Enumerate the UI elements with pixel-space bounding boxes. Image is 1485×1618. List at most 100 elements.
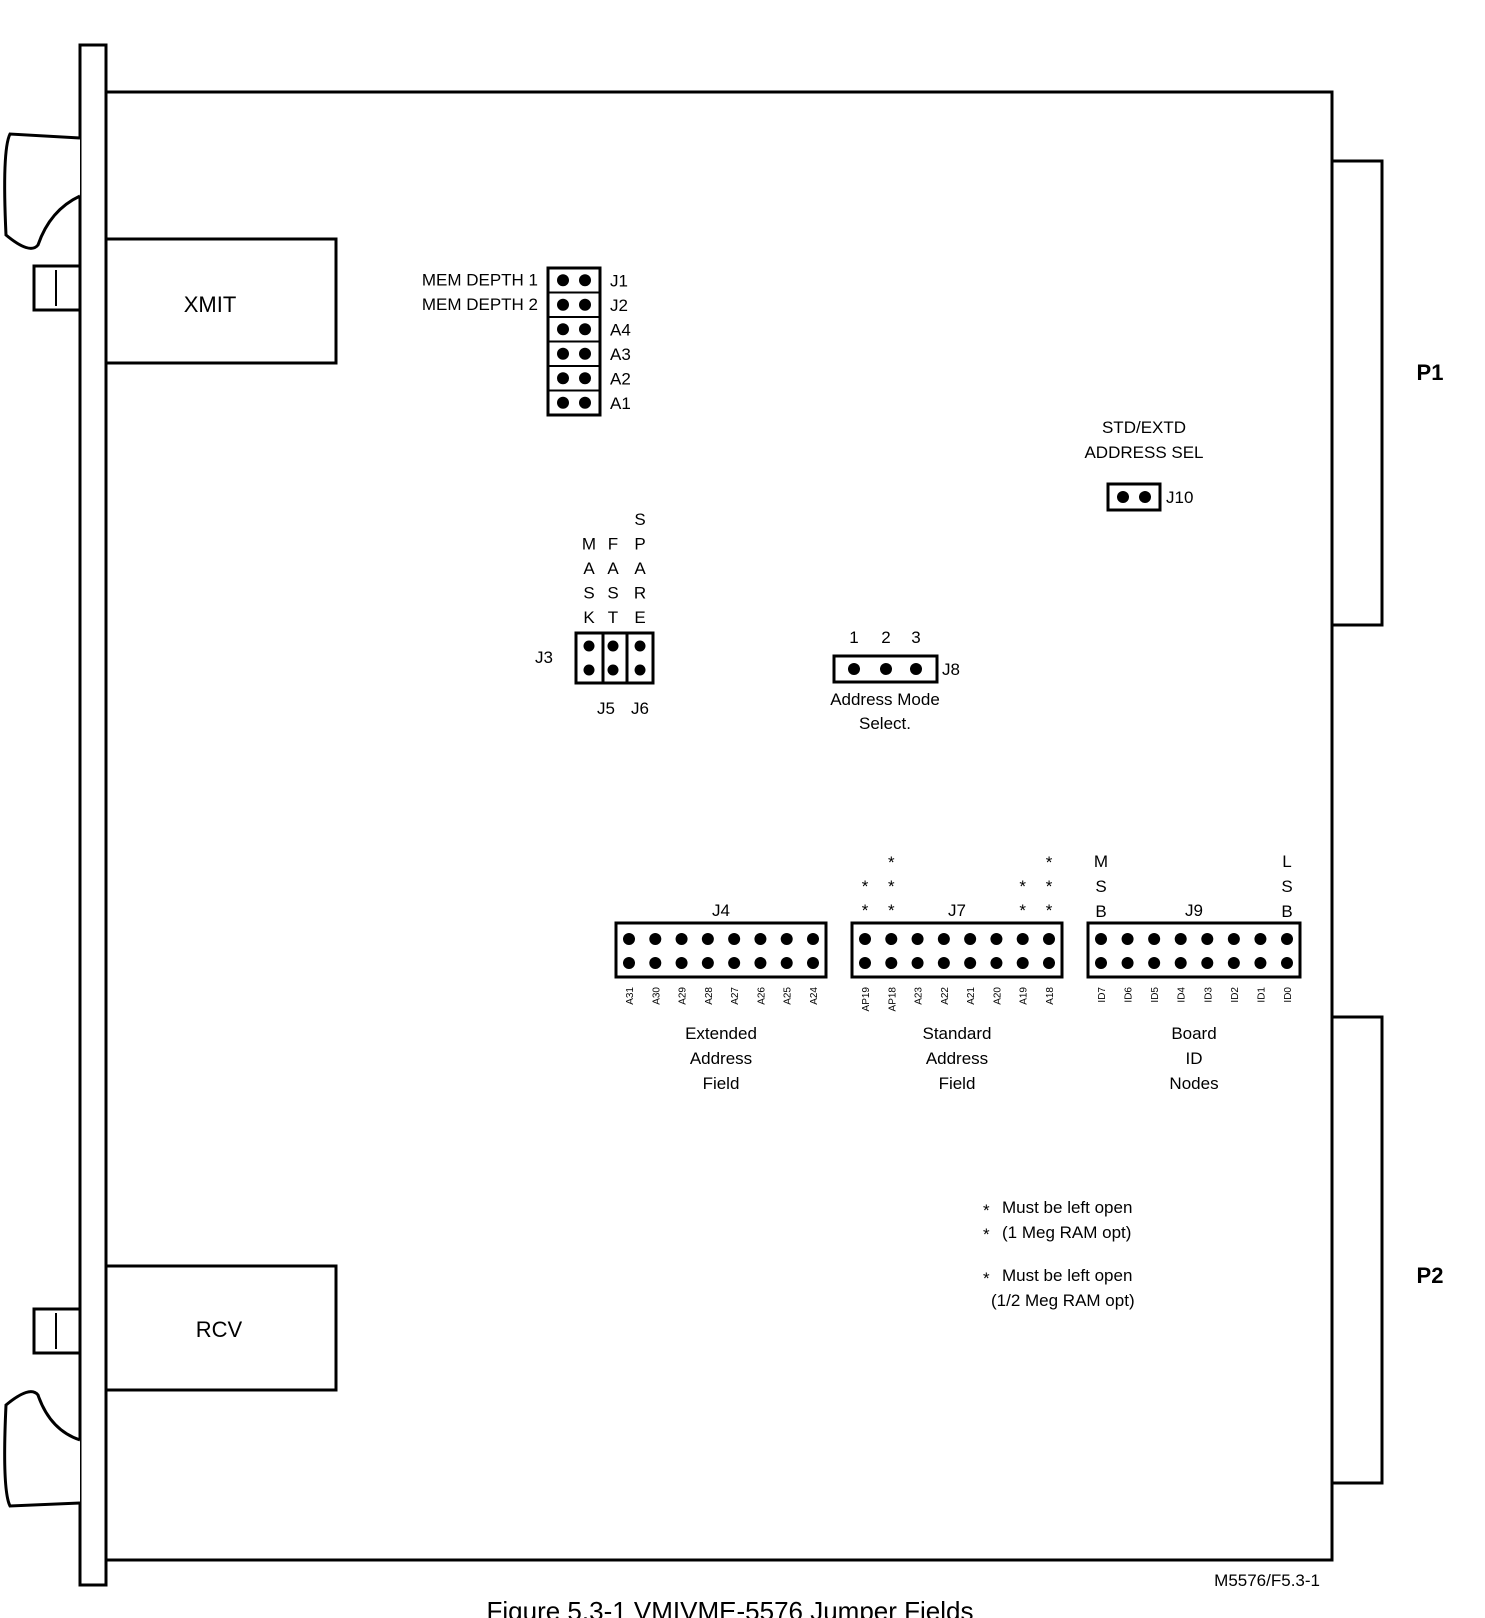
- mem-row-right-label: A4: [610, 320, 631, 339]
- j9-pin: [1121, 933, 1134, 945]
- j7-caption-line: Address: [926, 1049, 988, 1068]
- j7-open-star: *: [1019, 901, 1026, 920]
- mem-pin: [557, 396, 569, 409]
- j7-open-star: *: [1046, 901, 1053, 920]
- j3-pin: [583, 640, 595, 652]
- j3-pin: [607, 640, 619, 652]
- j7-open-star: *: [1019, 877, 1026, 896]
- j8-pin: [848, 663, 860, 675]
- j3-column-letter: S: [583, 584, 594, 603]
- j4-pin: [754, 933, 767, 945]
- j7-open-star: *: [888, 853, 895, 872]
- j9-msb-letter: B: [1095, 902, 1106, 921]
- j4-pin: [675, 957, 688, 969]
- j4-pin: [807, 957, 819, 969]
- j3-pin: [634, 664, 646, 676]
- j9-caption-line: Nodes: [1169, 1074, 1218, 1093]
- j3-column-letter: K: [583, 608, 595, 627]
- mem-row-left-label: MEM DEPTH 2: [422, 295, 538, 314]
- j3-column-letter: M: [582, 535, 596, 554]
- j4-pin-label: A28: [704, 987, 715, 1005]
- mem-row-right-label: J2: [610, 296, 628, 315]
- j9-pin: [1201, 957, 1214, 969]
- j6-label: J6: [631, 699, 649, 718]
- j7-pin-label: AP18: [887, 987, 898, 1012]
- j7-pin: [859, 957, 871, 969]
- mem-row-right-label: A1: [610, 394, 631, 413]
- j4-pin: [701, 957, 714, 969]
- j3-column-letter: A: [583, 559, 595, 578]
- j3-column-letter: F: [608, 535, 618, 554]
- j7-pin-label: AP19: [861, 987, 872, 1012]
- mem-pin: [579, 274, 591, 287]
- figure-id: M5576/F5.3-1: [1214, 1571, 1320, 1590]
- mem-pin: [579, 396, 591, 409]
- j3-column-letter: S: [634, 510, 645, 529]
- j5-label: J5: [597, 699, 615, 718]
- j4-pin: [623, 933, 635, 945]
- j9-pin-label: ID4: [1177, 987, 1188, 1003]
- j9-label: J9: [1185, 901, 1203, 920]
- j7-pin: [885, 957, 898, 969]
- j7-pin: [964, 957, 977, 969]
- xmit-module: [104, 237, 338, 365]
- j7-pin-label: A20: [992, 987, 1003, 1005]
- j4-pin: [780, 957, 793, 969]
- j7-pin-label: A19: [1019, 987, 1030, 1005]
- j4-pin-label: A31: [625, 987, 636, 1005]
- j9-pin: [1281, 957, 1293, 969]
- mem-pin: [579, 323, 591, 336]
- j9-pin: [1121, 957, 1134, 969]
- j4-pin: [728, 933, 741, 945]
- j7-open-star: *: [888, 877, 895, 896]
- mem-pin: [579, 347, 591, 360]
- j9-pin-label: ID0: [1283, 987, 1294, 1003]
- j3-pin: [634, 640, 646, 652]
- j3-label: J3: [535, 648, 553, 667]
- j4-pin-label: A26: [756, 987, 767, 1005]
- mem-row-right-label: A2: [610, 369, 631, 388]
- j3-column-letter: A: [607, 559, 619, 578]
- j4-pin-label: A24: [809, 987, 820, 1005]
- j9-pin-label: ID7: [1097, 987, 1108, 1003]
- top-ejector-handle: [3, 132, 81, 250]
- mem-pin: [557, 347, 569, 360]
- j9-caption-line: ID: [1186, 1049, 1203, 1068]
- rcv-module: [104, 1264, 338, 1392]
- j7-header: [850, 921, 1064, 979]
- j4-caption-line: Address: [690, 1049, 752, 1068]
- j3-pin: [607, 664, 619, 676]
- j4-pin: [754, 957, 767, 969]
- j9-header: [1086, 921, 1302, 979]
- j4-caption-line: Extended: [685, 1024, 757, 1043]
- j4-pin-label: A30: [651, 987, 662, 1005]
- j7-caption-line: Standard: [923, 1024, 992, 1043]
- note2-line1: Must be left open: [1002, 1266, 1132, 1285]
- j8-caption-line1: Address Mode: [830, 690, 940, 709]
- note2-line2: (1/2 Meg RAM opt): [991, 1291, 1135, 1310]
- j10-label: J10: [1166, 488, 1193, 507]
- j7-pin: [990, 957, 1003, 969]
- j4-pin: [623, 957, 635, 969]
- note1-line1: Must be left open: [1002, 1198, 1132, 1217]
- j7-caption-line: Field: [939, 1074, 976, 1093]
- j9-pin: [1227, 957, 1240, 969]
- mem-row-right-label: A3: [610, 345, 631, 364]
- j4-pin-label: A27: [730, 987, 741, 1005]
- j3-column-letter: P: [634, 535, 645, 554]
- j3-column-letter: A: [634, 559, 646, 578]
- j4-pin: [701, 933, 714, 945]
- j5-jumper: [601, 631, 629, 685]
- j9-caption-line: Board: [1171, 1024, 1216, 1043]
- j7-pin: [911, 957, 924, 969]
- p2-label: P2: [1417, 1263, 1444, 1288]
- j9-pin-label: ID6: [1124, 987, 1135, 1003]
- j9-pin-label: ID3: [1203, 987, 1214, 1003]
- mem-pin: [579, 372, 591, 385]
- j9-pin: [1174, 933, 1187, 945]
- j4-caption-line: Field: [703, 1074, 740, 1093]
- note-star-1: *: [983, 1201, 990, 1220]
- j9-pin-label: ID2: [1230, 987, 1241, 1003]
- note1-line2: (1 Meg RAM opt): [1002, 1223, 1131, 1242]
